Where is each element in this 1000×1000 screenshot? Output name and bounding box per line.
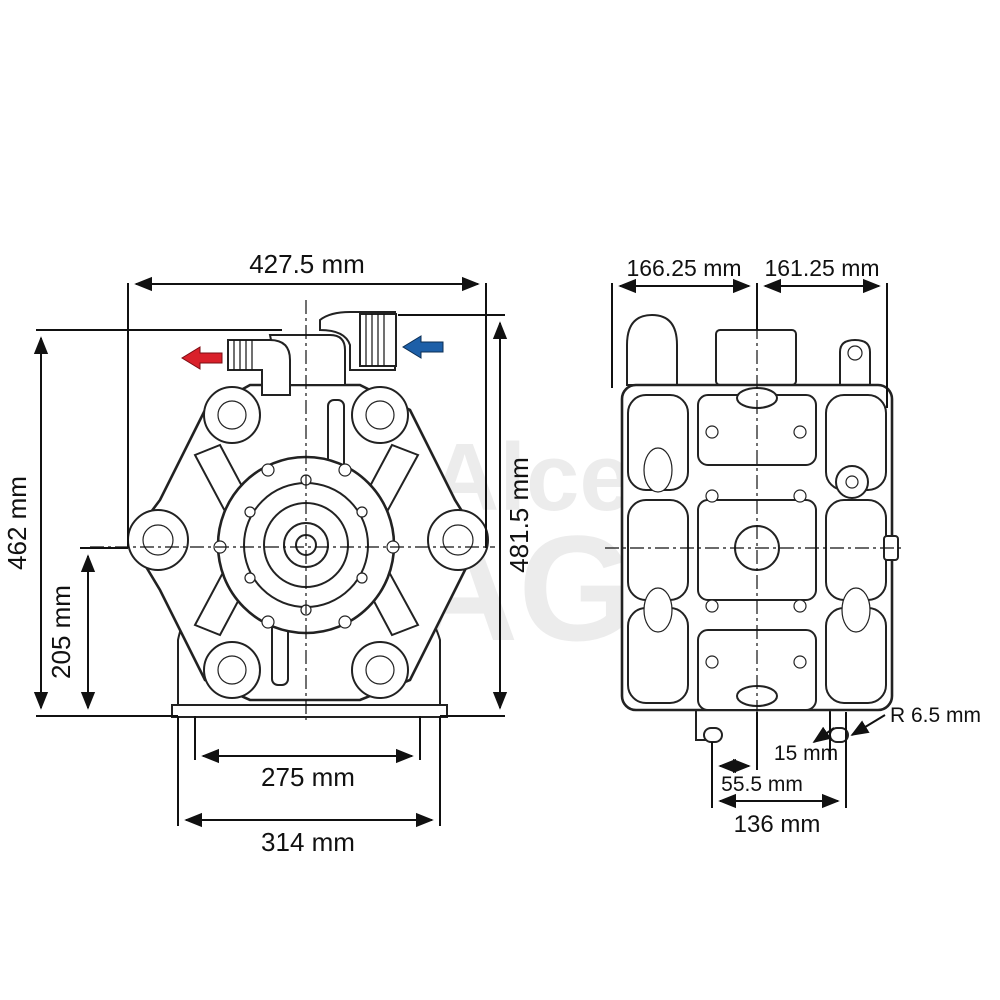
- side-view-pump: [605, 313, 905, 743]
- dim-left-half: 166.25 mm: [626, 255, 741, 281]
- dim-hole-dia: 15 mm: [774, 742, 838, 765]
- dim-height-side: 481.5 mm: [504, 457, 534, 573]
- side-dimensions: 166.25 mm 161.25 mm R 6.5 mm 15 mm 55.5 …: [611, 255, 981, 838]
- dim-height-total: 462 mm: [2, 476, 32, 570]
- outlet-elbow: [227, 339, 291, 396]
- top-manifold-side: [715, 329, 797, 386]
- base-plate: [171, 704, 448, 718]
- inlet-port-side: [839, 338, 871, 386]
- front-view-pump: [90, 300, 495, 720]
- dim-width-total: 427.5 mm: [249, 249, 365, 279]
- dim-hole-offset: 55.5 mm: [721, 773, 803, 796]
- dim-hole-span: 136 mm: [734, 811, 821, 838]
- dim-base-inner: 275 mm: [261, 762, 355, 792]
- cylinder-left-mid: [627, 499, 689, 601]
- dim-shaft-height: 205 mm: [46, 585, 76, 679]
- cylinder-right-mid: [825, 499, 887, 601]
- mount-hole-left: [703, 727, 723, 743]
- front-dimensions: 427.5 mm 462 mm 205 mm 481.5 mm 275 mm 3…: [2, 249, 534, 857]
- dim-radius: R 6.5 mm: [890, 704, 981, 727]
- inlet-arrow: [402, 335, 444, 359]
- pressure-accumulator: [626, 313, 678, 386]
- dim-base-outer: 314 mm: [261, 827, 355, 857]
- dim-right-half: 161.25 mm: [764, 255, 879, 281]
- outlet-arrow: [181, 346, 223, 370]
